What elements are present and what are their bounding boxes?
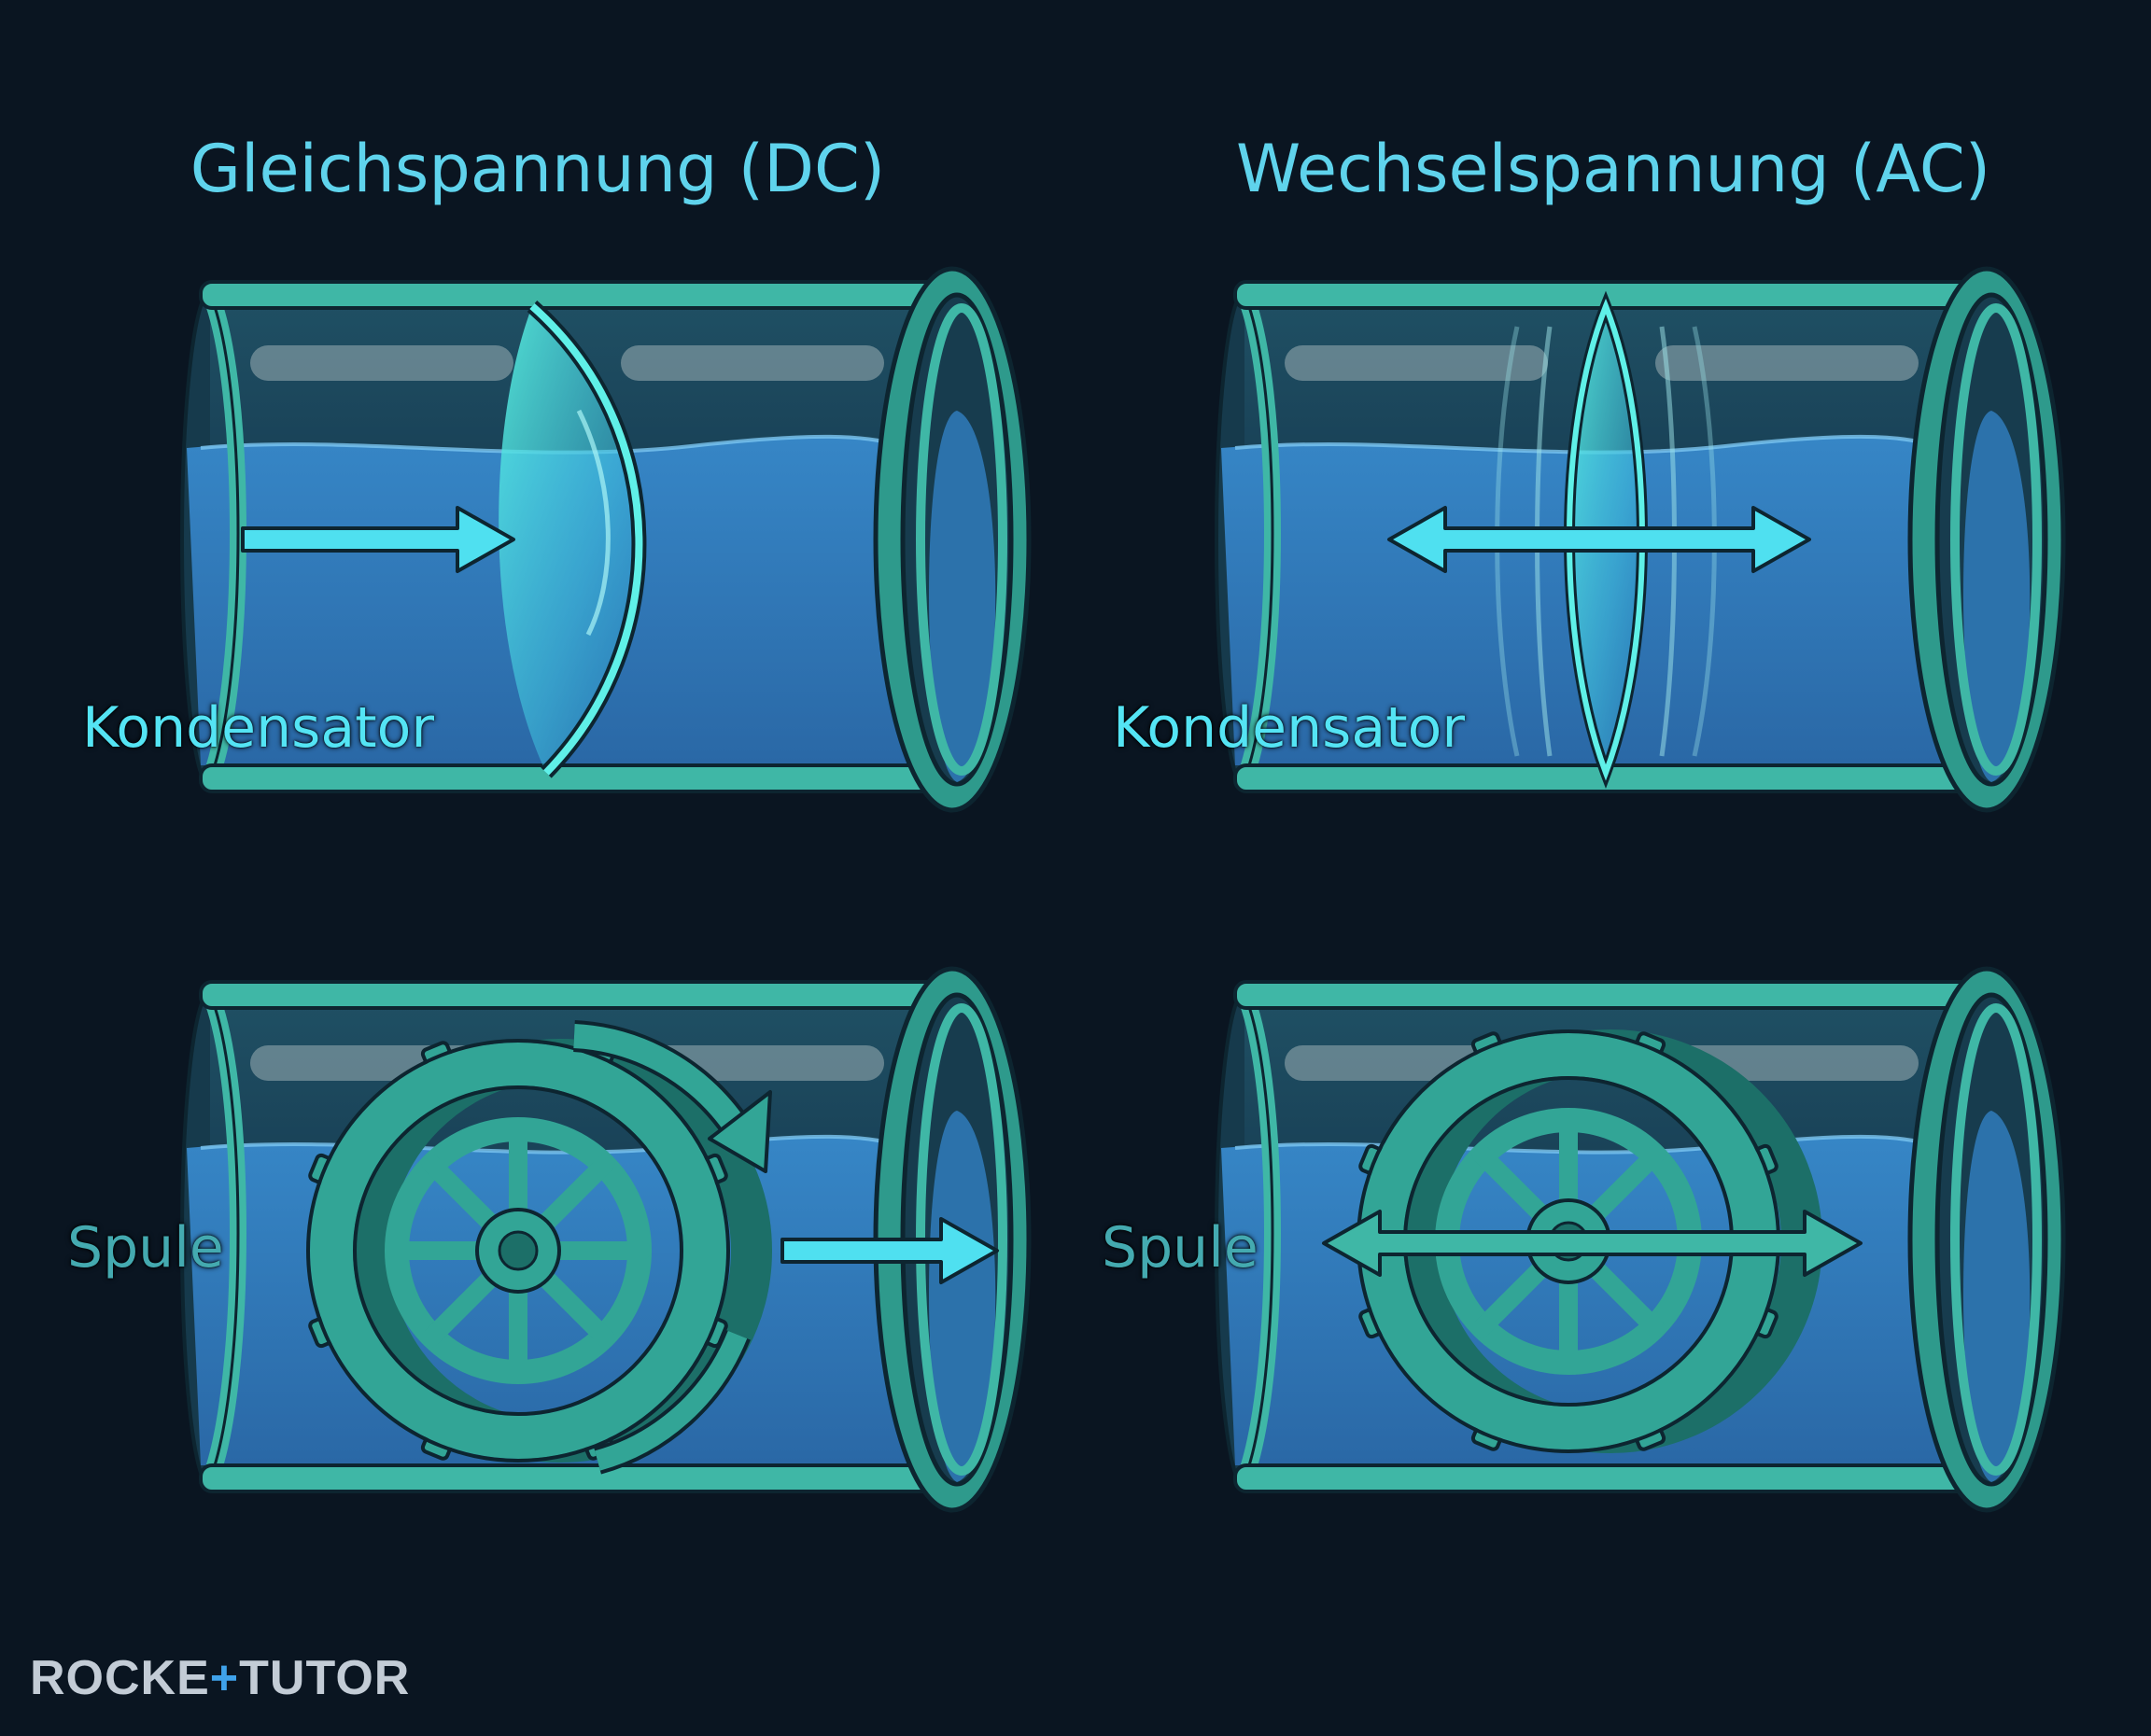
rotation-arc-lower bbox=[594, 1330, 748, 1471]
label-coil-dc: Spule bbox=[67, 1215, 224, 1281]
label-capacitor-ac: Kondensator bbox=[1113, 695, 1466, 761]
membrane-highlight bbox=[576, 409, 611, 637]
label-capacitor-dc: Kondensator bbox=[82, 695, 435, 761]
flow-arrow-right bbox=[241, 506, 515, 573]
panel-capacitor-ac bbox=[1216, 269, 2063, 810]
wheel-outer-rim bbox=[310, 1043, 726, 1459]
capacitor-membrane bbox=[499, 306, 640, 773]
wheel-axle bbox=[498, 1230, 539, 1271]
title-ac: Wechselspannung (AC) bbox=[1235, 131, 1991, 207]
membrane-outline bbox=[529, 302, 643, 776]
panel-capacitor-dc bbox=[182, 269, 1029, 810]
panels bbox=[182, 269, 2063, 1510]
brand-logo: ROCKE+TUTOR bbox=[30, 1650, 410, 1706]
flow-arrow-double bbox=[1322, 1210, 1863, 1277]
panel-coil-ac bbox=[1216, 969, 2063, 1510]
membrane-outline bbox=[1567, 298, 1645, 781]
rotation-arrow bbox=[573, 1024, 748, 1137]
flow-arrow-double bbox=[1387, 506, 1811, 573]
rotation-arrowhead bbox=[708, 1090, 772, 1173]
brand-part2: TUTOR bbox=[239, 1651, 411, 1705]
label-coil-ac: Spule bbox=[1102, 1215, 1258, 1281]
flow-arrow-right bbox=[780, 1217, 999, 1284]
title-dc: Gleichspannung (DC) bbox=[190, 131, 886, 207]
brand-plus: + bbox=[209, 1651, 240, 1705]
panel-coil-dc bbox=[182, 969, 1029, 1510]
wheel-rim-edge-outer bbox=[306, 1039, 730, 1463]
wheel-rim-edge-inner bbox=[353, 1085, 683, 1416]
water-wheel bbox=[306, 1039, 772, 1463]
brand-part1: ROCKE bbox=[30, 1651, 210, 1705]
